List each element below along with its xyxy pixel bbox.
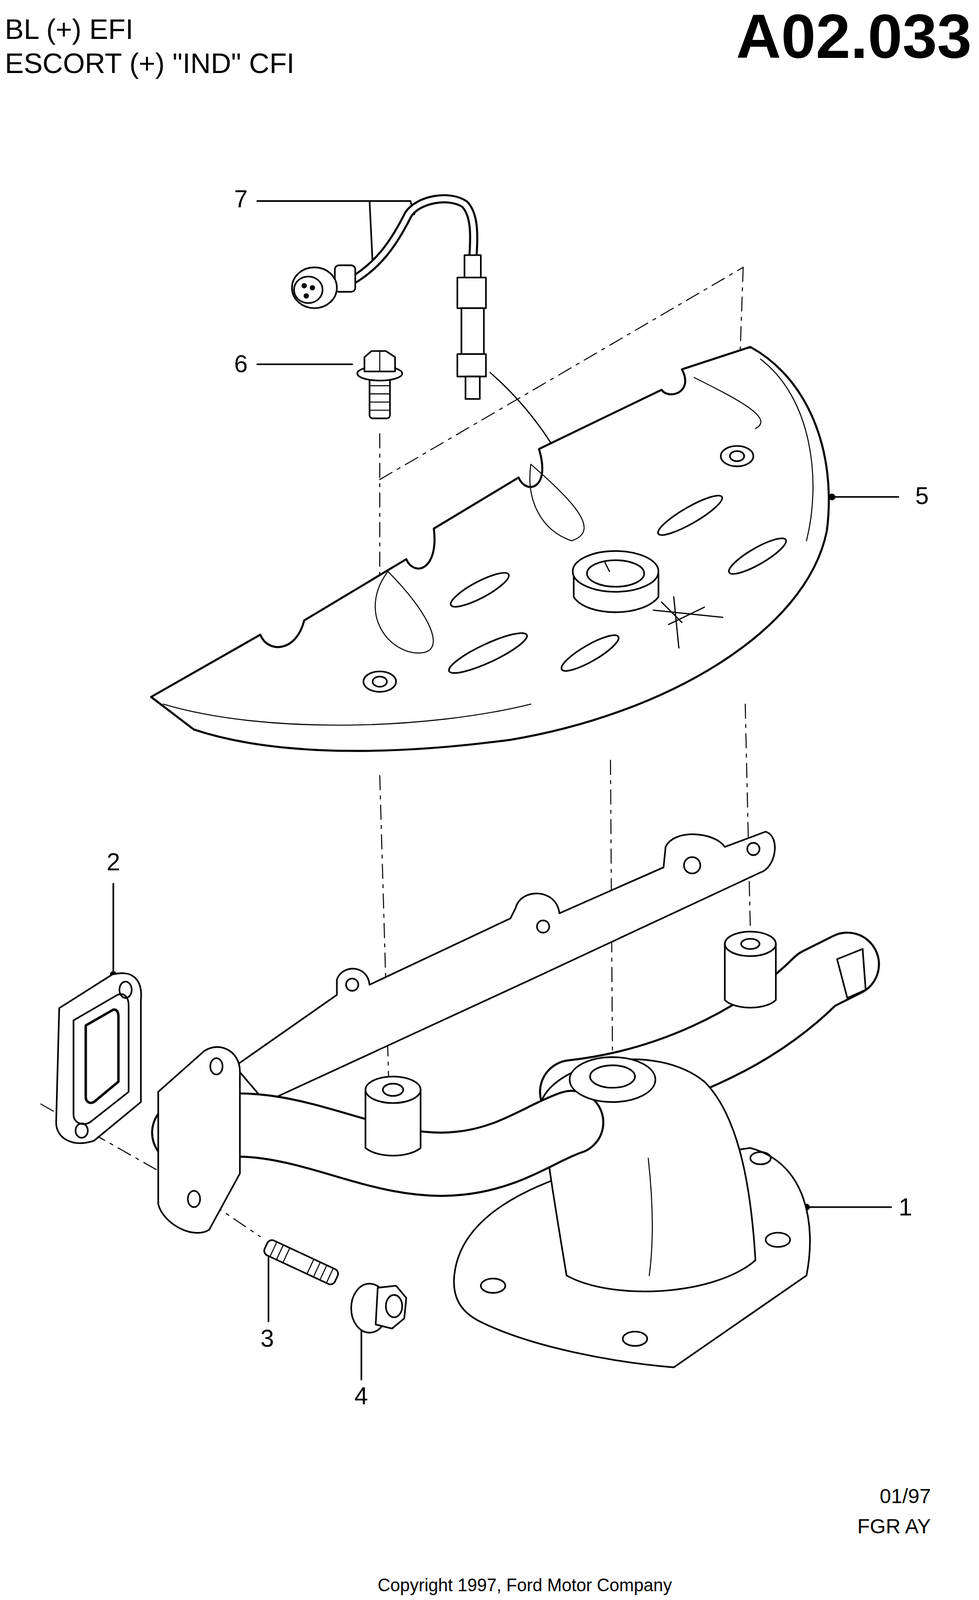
plug-pin [310,285,315,290]
manifold-tab [837,949,867,999]
shield-slot [724,532,790,580]
collector-rib [648,1158,653,1276]
flange-hole [480,1278,506,1294]
bolt [357,350,403,419]
heat-shield-pressing [375,571,434,654]
flange-hole [747,843,760,856]
heat-shield-pressing [529,464,584,541]
stud [262,1238,340,1287]
gasket-hole [119,981,132,999]
shield-boss [740,939,760,950]
heat-shield [150,347,829,752]
plug-pin [302,283,307,288]
shield-hole [729,451,744,462]
callout-number: 3 [258,1326,277,1352]
sensor-tip [465,376,480,400]
port-flange [158,1047,241,1234]
model-heading: ESCORT (+) "IND" CFI [2,48,297,79]
exhaust-manifold [158,831,866,1368]
shield-slot [654,489,727,541]
leader-line [831,496,899,498]
plug-pin [304,294,309,298]
callout-number: 6 [232,351,250,378]
callout-number: 7 [232,186,250,213]
leader-dot [829,494,835,500]
flange-hole [750,1152,771,1165]
flange-hole [683,857,701,874]
flange-hole [536,920,550,933]
heat-shield-outline [150,347,829,752]
flange-hole [187,1190,201,1208]
flange-hole [622,1331,647,1347]
stud-body [262,1238,340,1287]
sensor-plug [334,265,356,293]
leader-line [267,1257,270,1322]
heat-shield-pressing [694,377,761,429]
page-code: A02.033 [734,3,974,70]
sensor-collar [587,560,645,588]
model-heading: BL (+) EFI [2,14,136,45]
heat-shield-edge [163,703,532,725]
shield-hole [372,676,387,687]
gasket-outline [55,973,142,1144]
bolt-head [379,350,381,372]
flange-hole [765,1232,791,1247]
callout-number: 4 [352,1383,370,1410]
nut-bore [386,1294,403,1318]
shield-hole [720,445,754,467]
heat-shield-edge [760,359,813,541]
sensor-collar [572,551,659,592]
sensor-plug [292,267,337,309]
bolt-head [364,350,396,372]
callout-number: 1 [896,1194,915,1221]
shield-slot [446,567,513,613]
sensor-wire [351,198,474,281]
gasket-bead [73,994,129,1125]
shield-slot [445,626,532,680]
shield-mark [653,596,723,648]
sensor-boss [590,1065,635,1089]
bolt-thread [369,385,390,410]
gasket-port [85,1009,119,1103]
footer-text: Copyright 1997, Ford Motor Company [375,1576,674,1595]
sensor-body [461,308,484,354]
leader-line [110,201,899,1380]
gasket [55,973,142,1144]
sensor-wire [351,198,474,281]
leader-line [360,1328,363,1380]
center-line [745,703,751,929]
leader-line [257,363,352,366]
leader-line [369,201,373,264]
leader-line [112,883,114,975]
sensor-boss [569,1057,656,1103]
leader-line [257,200,411,202]
sensor-body [457,277,486,309]
sensor-plug [294,276,323,304]
footer-text: FGR AY [855,1515,933,1538]
callout-number: 2 [104,849,123,876]
shield-boss [724,931,776,957]
flange-hole [210,1058,223,1075]
leader-line [806,1206,892,1208]
shield-boss [365,1076,421,1104]
gasket-hole [75,1123,88,1138]
flange-hole [346,978,359,991]
shield-boss [382,1083,404,1096]
shield-hole [363,671,397,692]
bolt-shank [369,377,390,419]
sensor-body [464,255,481,280]
footer-text: 01/97 [877,1485,933,1508]
sensor-body [457,353,486,377]
flange-nut [350,1283,407,1333]
stud-thread [270,1241,334,1283]
nut-hex [375,1285,407,1329]
sensor-path-line [604,561,610,572]
callout-number: 5 [913,483,931,510]
shield-slot [557,629,623,677]
